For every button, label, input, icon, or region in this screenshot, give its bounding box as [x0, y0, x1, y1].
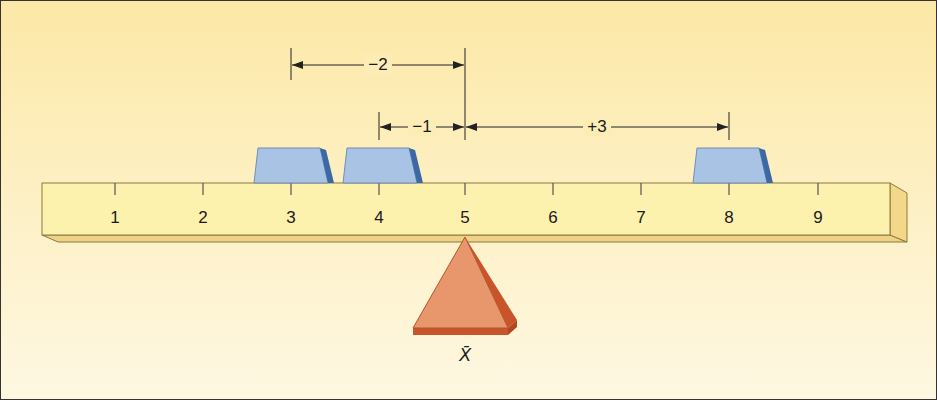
distance-label: +3 [583, 117, 610, 137]
weight-block [343, 148, 423, 183]
weight-block [254, 148, 334, 183]
scale-number: 8 [724, 208, 733, 228]
mean-symbol: X̄ [459, 345, 471, 367]
scale-number: 6 [548, 208, 557, 228]
scale-number: 2 [198, 208, 207, 228]
weight-block [693, 148, 773, 183]
scale-number: 4 [374, 208, 383, 228]
scale-number: 1 [110, 208, 119, 228]
scale-number: 9 [813, 208, 822, 228]
scale-number: 3 [286, 208, 295, 228]
beam [42, 183, 907, 242]
dimension-lines [291, 48, 729, 140]
distance-label: −2 [364, 55, 391, 75]
fulcrum [413, 237, 517, 335]
scale-number: 7 [636, 208, 645, 228]
distance-label: −1 [408, 117, 435, 137]
scale-number: 5 [460, 208, 469, 228]
